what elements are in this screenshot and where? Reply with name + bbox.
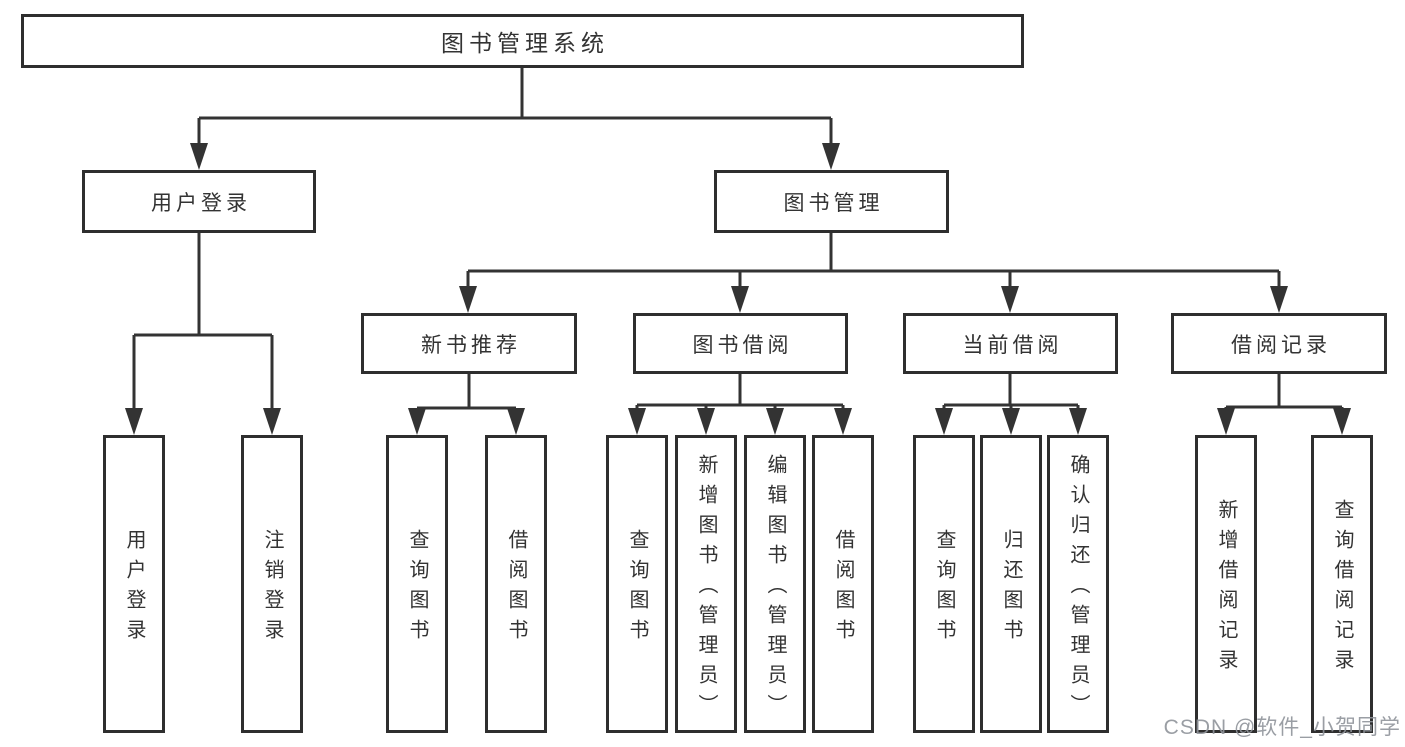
node-current-borrowing: 当前借阅 [903, 313, 1118, 374]
node-new-book-recommend: 新书推荐 [361, 313, 577, 374]
node-book-borrowing-label: 图书借阅 [692, 333, 793, 357]
node-book-management: 图书管理 [714, 170, 949, 233]
leaf-add-borrow-record: 新增借阅记录 [1195, 435, 1257, 733]
leaf-add-books-admin-label: 新增图书（管理员） [695, 454, 717, 724]
leaf-logout: 注销登录 [241, 435, 303, 733]
leaf-recommend-query-books-label: 查询图书 [406, 529, 428, 649]
leaf-borrowing-borrow-books: 借阅图书 [812, 435, 874, 733]
node-borrowing-records-label: 借阅记录 [1231, 333, 1331, 357]
leaf-add-books-admin: 新增图书（管理员） [675, 435, 737, 733]
leaf-borrowing-query-books-label: 查询图书 [626, 529, 648, 649]
leaf-user-login: 用户登录 [103, 435, 165, 733]
node-root-label: 图书管理系统 [441, 30, 609, 56]
csdn-watermark: CSDN @软件_小贺同学 [1163, 716, 1401, 739]
node-user-login: 用户登录 [82, 170, 316, 233]
leaf-recommend-borrow-books: 借阅图书 [485, 435, 547, 733]
leaf-confirm-return-admin: 确认归还（管理员） [1047, 435, 1109, 733]
leaf-recommend-query-books: 查询图书 [386, 435, 448, 733]
node-new-book-recommend-label: 新书推荐 [421, 333, 521, 357]
leaf-recommend-borrow-books-label: 借阅图书 [505, 529, 527, 649]
leaf-query-borrow-record-label: 查询借阅记录 [1331, 499, 1353, 679]
node-book-borrowing: 图书借阅 [633, 313, 848, 374]
leaf-add-borrow-record-label: 新增借阅记录 [1215, 499, 1237, 679]
leaf-edit-books-admin-label: 编辑图书（管理员） [764, 454, 786, 724]
leaf-return-books: 归还图书 [980, 435, 1042, 733]
leaf-current-query-books-label: 查询图书 [933, 529, 955, 649]
node-user-login-label: 用户登录 [151, 191, 251, 215]
leaf-confirm-return-admin-label: 确认归还（管理员） [1067, 454, 1089, 724]
node-borrowing-records: 借阅记录 [1171, 313, 1387, 374]
leaf-edit-books-admin: 编辑图书（管理员） [744, 435, 806, 733]
node-current-borrowing-label: 当前借阅 [962, 333, 1063, 357]
leaf-logout-label: 注销登录 [261, 529, 283, 649]
leaf-current-query-books: 查询图书 [913, 435, 975, 733]
leaf-borrowing-borrow-books-label: 借阅图书 [832, 529, 854, 649]
leaf-query-borrow-record: 查询借阅记录 [1311, 435, 1373, 733]
leaf-borrowing-query-books: 查询图书 [606, 435, 668, 733]
leaf-user-login-label: 用户登录 [123, 529, 145, 649]
leaf-return-books-label: 归还图书 [1000, 529, 1022, 649]
node-book-management-label: 图书管理 [783, 191, 884, 215]
node-root: 图书管理系统 [21, 14, 1024, 68]
